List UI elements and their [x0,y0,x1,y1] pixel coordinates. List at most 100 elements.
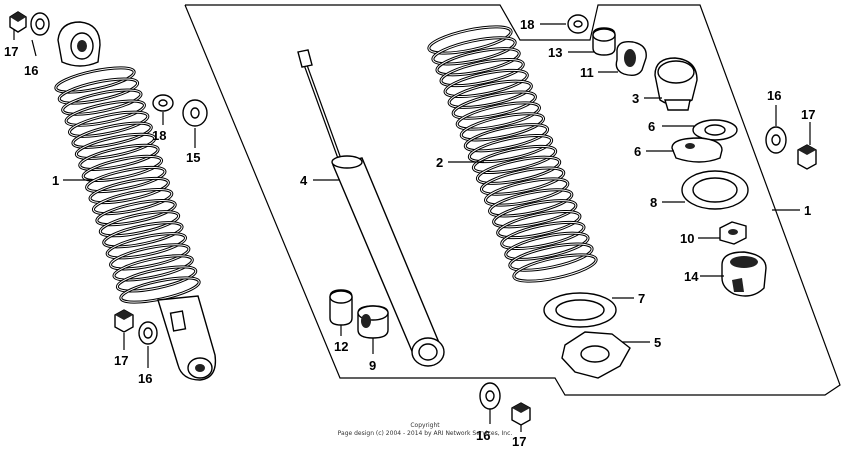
spring-coil-highlight [505,232,589,260]
top-nut-17 [9,11,27,33]
bushing-13 [592,27,616,56]
spring-coil-highlight [58,78,139,104]
callout-17: 17 [114,353,128,368]
spring-coil-highlight [86,166,166,193]
spring-seat-7 [543,292,617,328]
spring-coil-highlight [456,102,540,130]
callout-2: 2 [436,155,443,170]
spring-coil-highlight [62,89,142,115]
spring-coil-highlight [99,211,180,237]
callout-18: 18 [520,17,534,32]
spring-coil-highlight [96,200,176,226]
spring-coil-highlight [452,91,536,119]
bottom-nut-17-center [511,402,531,426]
callout-11: 11 [580,65,594,80]
spring-coil-highlight [440,58,524,87]
copyright-line-2: Page design (c) 2004 - 2014 by ARI Netwo… [338,430,513,437]
exploded-view-outline [184,4,841,396]
callout-18: 18 [152,128,166,143]
preload-adjuster-5 [561,331,631,379]
bottom-washer-16-center [479,382,501,410]
callout-17: 17 [4,44,18,59]
spring-coil-highlight [472,145,557,174]
spring-coil-highlight [448,80,532,108]
callout-7: 7 [638,291,645,306]
callout-12: 12 [334,339,348,354]
spring-coil-highlight [428,26,512,54]
callout-16: 16 [476,428,490,443]
spring-coil-highlight [82,155,163,182]
callout-14: 14 [684,269,699,284]
callout-17: 17 [801,107,815,122]
spring-coil-highlight [432,37,516,65]
callout-15: 15 [186,150,200,165]
spring-coil-highlight [116,266,197,292]
callout-1: 1 [804,203,811,218]
spring-coil-highlight [103,222,183,248]
seat-ring-8 [681,170,749,210]
spring-coil-highlight [72,122,152,148]
damper-unit [297,49,445,367]
callout-16: 16 [138,371,152,386]
spring-coil-highlight [79,144,159,170]
spring-coil-highlight [444,69,528,98]
bottom-washer-16 [138,321,158,345]
right-nut-17 [797,144,817,170]
callout-10: 10 [680,231,694,246]
callout-13: 13 [548,45,562,60]
spring-coil-highlight [460,113,545,141]
right-washer-16 [765,126,787,154]
callout-8: 8 [650,195,657,210]
callout-9: 9 [369,358,376,373]
spring-coil-highlight [489,189,573,217]
spring-coil-highlight [110,244,190,270]
spring-coil-highlight [89,177,169,204]
spring-coil-highlight [65,100,145,126]
spring-coil-highlight [106,233,186,259]
washer-15 [182,99,208,127]
top-washer-16 [30,12,50,36]
spring-coil-highlight [120,277,200,303]
callout-1: 1 [52,173,59,188]
callout-16: 16 [767,88,781,103]
spring-coil-highlight [497,210,581,239]
upper-mount-3 [654,57,698,111]
spring-coil-highlight [513,254,597,282]
spring-seat-6-upper [692,119,738,141]
copyright-line-1: Copyright [410,422,440,429]
nut-10 [719,221,747,245]
spring-coil-highlight [69,111,149,137]
washer-18-right [567,14,589,34]
assembled-shock-absorber [54,21,217,381]
bushing-11 [615,40,647,77]
collar-9 [357,305,389,339]
callout-6: 6 [648,119,655,134]
spring-coil-highlight [55,67,135,93]
callout-16: 16 [24,63,38,78]
spring-seat-6-lower [671,137,723,163]
spring-coil-highlight [468,134,553,163]
spring-coil-highlight [480,167,565,195]
spring-coil-highlight [113,255,193,281]
bottom-nut-17 [114,309,134,333]
rubber-bumper-14 [721,251,767,297]
spring-coil-highlight [509,243,593,271]
callout-4: 4 [300,173,308,188]
spring-coil-highlight [485,178,569,206]
washer-18 [152,94,174,112]
spring-coil-highlight [501,221,585,250]
callout-3: 3 [632,91,639,106]
leader-lines [13,23,811,432]
main-spring-2 [427,25,598,283]
callout-5: 5 [654,335,661,350]
spring-coil-highlight [75,133,156,159]
spring-coil-highlight [493,200,577,228]
spring-coil-highlight [464,124,549,152]
callout-17: 17 [512,434,526,449]
bushing-12 [329,289,353,326]
spring-coil-highlight [92,188,173,215]
spring-coil-highlight [436,48,520,76]
callout-6: 6 [634,144,641,159]
spring-coil-highlight [476,156,561,184]
